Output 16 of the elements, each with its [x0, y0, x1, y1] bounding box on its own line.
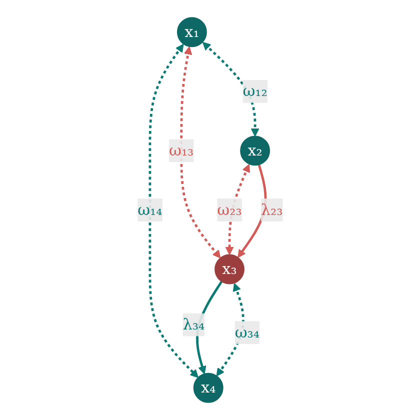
- edge-label: ω₃₄: [234, 323, 260, 342]
- node-circle: x₂: [240, 136, 270, 166]
- arrow: [202, 42, 260, 137]
- edge-label: ω₂₃: [216, 200, 242, 219]
- node-circle: x₃: [214, 254, 244, 284]
- edge-label: λ₂₃: [260, 200, 283, 219]
- arrow: [196, 280, 222, 374]
- node-circle: x₁: [176, 17, 207, 48]
- node-circle: x₄: [193, 372, 224, 403]
- arrow: [180, 46, 221, 258]
- edge-label: ω₁₄: [137, 200, 162, 219]
- arrow: [237, 164, 266, 258]
- arrow: [148, 44, 198, 378]
- edge-label: λ₃₄: [182, 315, 204, 334]
- edge-label: ω₁₂: [242, 82, 268, 100]
- edge-label: ω₁₃: [168, 141, 194, 160]
